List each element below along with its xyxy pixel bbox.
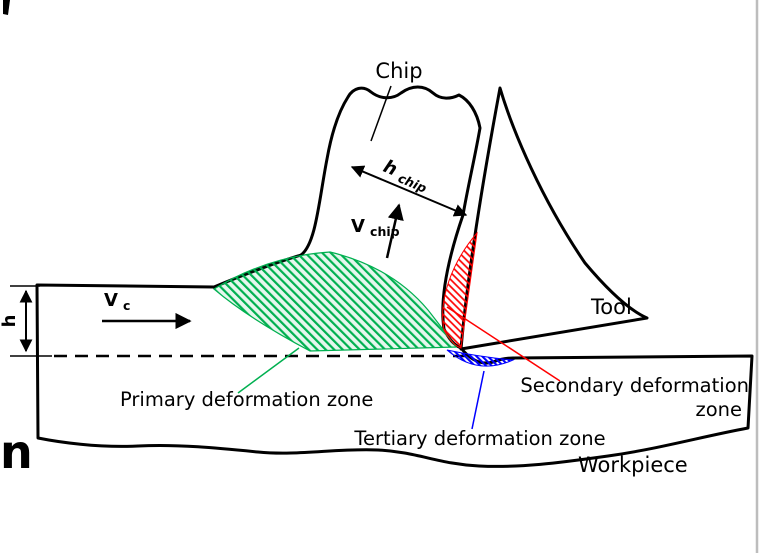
vchip-arrow: [385, 203, 404, 259]
secondary-zone-label-line2: zone: [695, 398, 742, 421]
secondary-zone-label-line1: Secondary deformation: [520, 374, 749, 397]
primary-zone-leader-line: [237, 347, 300, 394]
tertiary-deformation-zone: [446, 349, 515, 367]
primary-deformation-zone: [212, 251, 458, 352]
chip-leader-line: [370, 85, 392, 142]
tertiary-zone-label: Tertiary deformation zone: [353, 427, 605, 450]
vc-label: V c: [104, 290, 130, 313]
cropped-corner-mark: [3, 0, 10, 15]
vchip-label-main: V: [351, 216, 365, 237]
secondary-deformation-zone: [442, 231, 478, 349]
hchip-dimension-line: [350, 165, 468, 217]
workpiece-label: Workpiece: [578, 453, 688, 477]
tool-label: Tool: [590, 295, 632, 319]
h-dimension-label: h: [0, 315, 20, 328]
partial-slide-text: n: [0, 425, 33, 479]
chip-label: Chip: [375, 59, 422, 83]
primary-zone-label: Primary deformation zone: [120, 388, 373, 411]
vc-label-main: V: [104, 290, 118, 311]
secondary-zone-leader-line: [446, 306, 561, 382]
vc-label-sub: c: [123, 298, 130, 313]
tertiary-zone-leader-line: [471, 370, 485, 430]
